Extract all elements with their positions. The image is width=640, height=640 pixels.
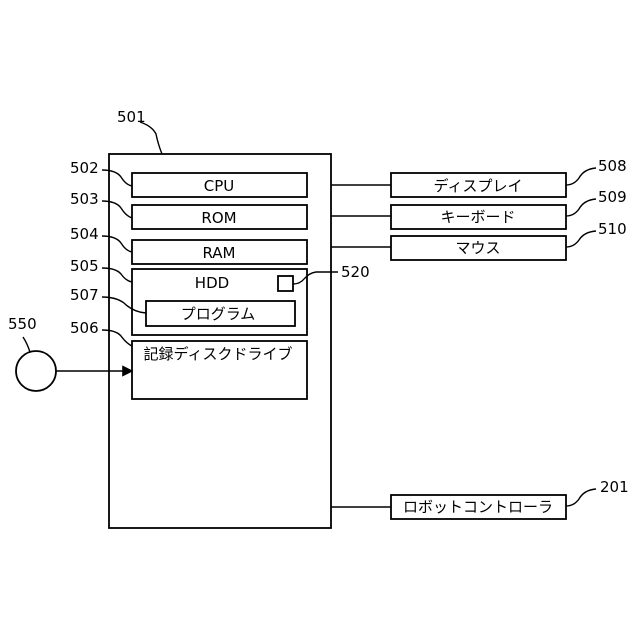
cpu-label: CPU <box>204 177 235 195</box>
hdd-marker-ref: 520 <box>341 263 370 281</box>
keyboard-leader <box>566 199 596 216</box>
display-leader <box>566 168 596 185</box>
mouse-ref: 510 <box>598 220 627 238</box>
computer-ref: 501 <box>117 108 146 126</box>
recording-medium-ref: 550 <box>8 315 37 333</box>
keyboard-ref: 509 <box>598 188 627 206</box>
mouse-leader <box>566 231 596 247</box>
cpu-ref: 502 <box>70 159 99 177</box>
disk-drive-label: 記録ディスクドライブ <box>144 345 293 363</box>
hdd-ref: 505 <box>70 257 99 275</box>
robot-controller-label: ロボットコントローラ <box>403 498 553 516</box>
ram-ref: 504 <box>70 225 99 243</box>
recording-medium-leader <box>23 337 30 352</box>
rom-ref: 503 <box>70 190 99 208</box>
robot-controller-leader <box>566 489 596 506</box>
display-ref: 508 <box>598 157 627 175</box>
program-ref: 507 <box>70 286 99 304</box>
rom-label: ROM <box>201 209 236 227</box>
hdd-label: HDD <box>195 274 229 292</box>
mouse-label: マウス <box>455 239 500 257</box>
program-label: プログラム <box>181 305 256 323</box>
keyboard-label: キーボード <box>440 208 515 226</box>
display-label: ディスプレイ <box>434 177 523 195</box>
hdd-marker-square <box>278 276 293 291</box>
recording-medium-circle <box>16 351 56 391</box>
disk-drive-ref: 506 <box>70 319 99 337</box>
ram-label: RAM <box>202 244 235 262</box>
robot-controller-ref: 201 <box>600 478 629 496</box>
computer-leader <box>140 122 162 154</box>
